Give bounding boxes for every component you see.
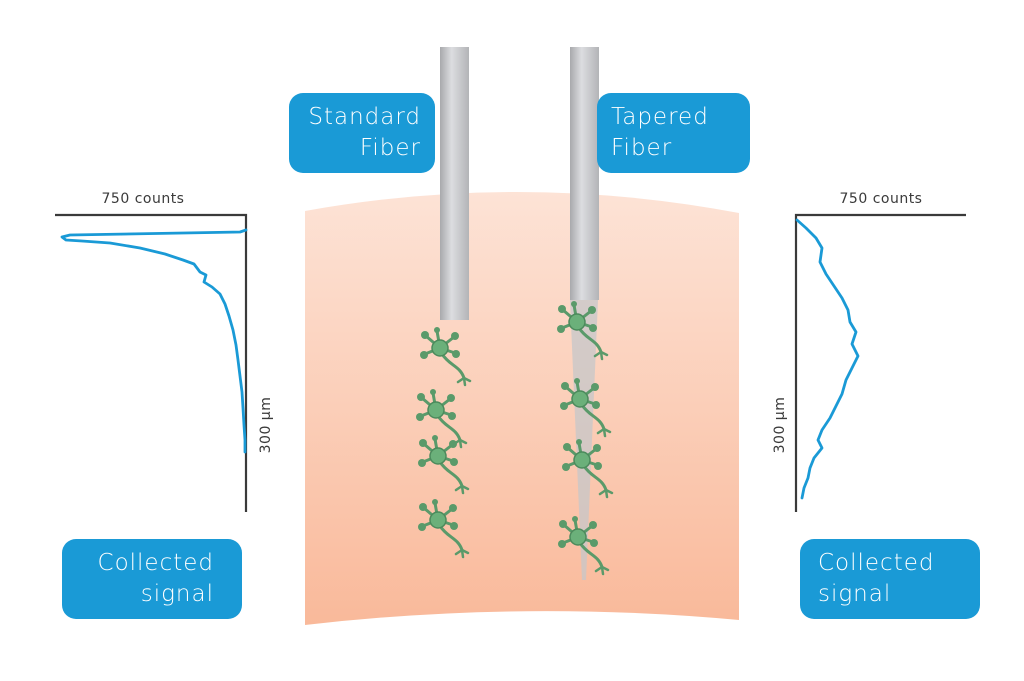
tapered-fiber-label-line2: Fiber xyxy=(611,135,673,161)
tapered-fiber-light-cone xyxy=(570,300,598,580)
standard-fiber-label: Standard Fiber xyxy=(289,93,435,173)
left-plot-axis xyxy=(55,213,248,512)
left-counts-label: 750 counts xyxy=(102,191,185,207)
left-signal-curve xyxy=(60,228,248,454)
standard-fiber xyxy=(440,47,469,320)
right-collected-signal-label: Collected signal xyxy=(800,539,980,619)
tapered-fiber-label-line1: Tapered xyxy=(611,104,709,130)
tissue-slab xyxy=(305,191,739,626)
tapered-fiber-label: Tapered Fiber xyxy=(597,93,750,173)
left-collected-signal-label: Collected signal xyxy=(62,539,242,619)
left-signal-plot: 750 counts 300 µm xyxy=(55,191,274,512)
left-depth-label: 300 µm xyxy=(258,397,274,454)
tapered-fiber xyxy=(570,47,599,300)
right-collected-line2: signal xyxy=(818,581,892,607)
standard-fiber-label-line2: Fiber xyxy=(359,135,421,161)
right-signal-plot: 750 counts 300 µm xyxy=(772,191,966,512)
standard-fiber-label-line1: Standard xyxy=(308,104,421,130)
right-collected-line1: Collected xyxy=(818,550,935,576)
right-plot-axis xyxy=(794,213,966,512)
left-collected-line1: Collected xyxy=(97,550,214,576)
right-depth-label: 300 µm xyxy=(772,397,788,454)
right-signal-curve xyxy=(795,218,860,500)
left-collected-line2: signal xyxy=(140,581,214,607)
right-counts-label: 750 counts xyxy=(840,191,923,207)
